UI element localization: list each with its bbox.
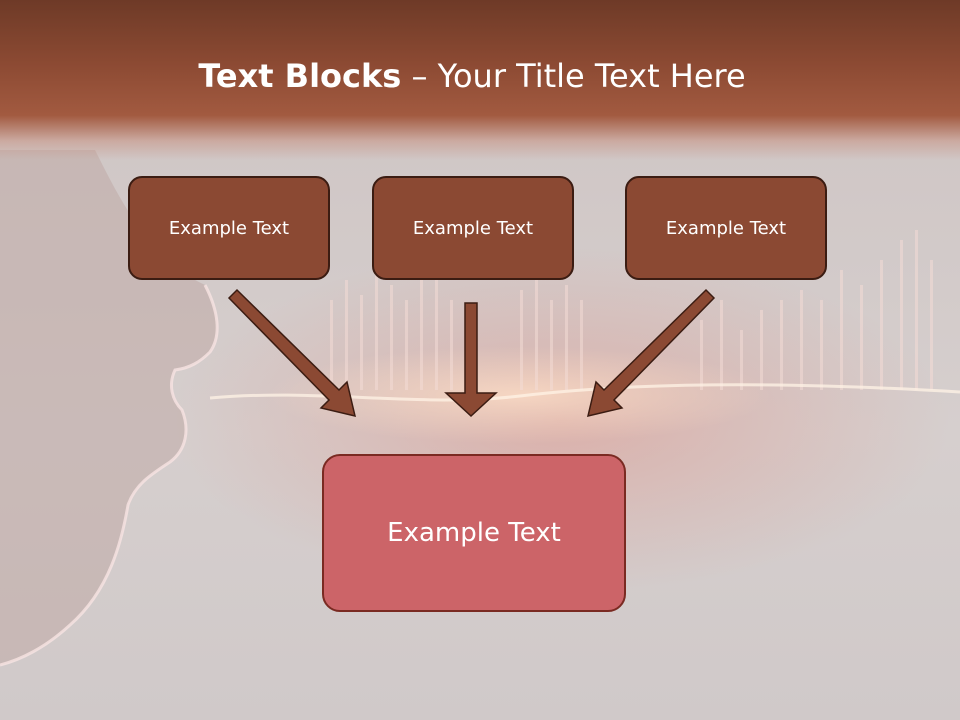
waveform-graphic (330, 230, 933, 390)
header-band (0, 0, 960, 160)
arrow-left (227, 288, 357, 418)
glow-line (209, 383, 960, 402)
text-block-top-left[interactable]: Example Text (128, 176, 330, 280)
slide-title: Text Blocks – Your Title Text Here (0, 54, 944, 98)
arrow-right (586, 288, 716, 418)
title-rest: Your Title Text Here (437, 57, 746, 95)
text-block-top-center[interactable]: Example Text (372, 176, 574, 280)
text-block-top-right[interactable]: Example Text (625, 176, 827, 280)
arrow-center (444, 302, 498, 418)
title-dash: – (401, 57, 438, 95)
title-bold: Text Blocks (198, 57, 402, 95)
face-rim-light (0, 284, 219, 667)
text-block-bottom[interactable]: Example Text (322, 454, 626, 612)
